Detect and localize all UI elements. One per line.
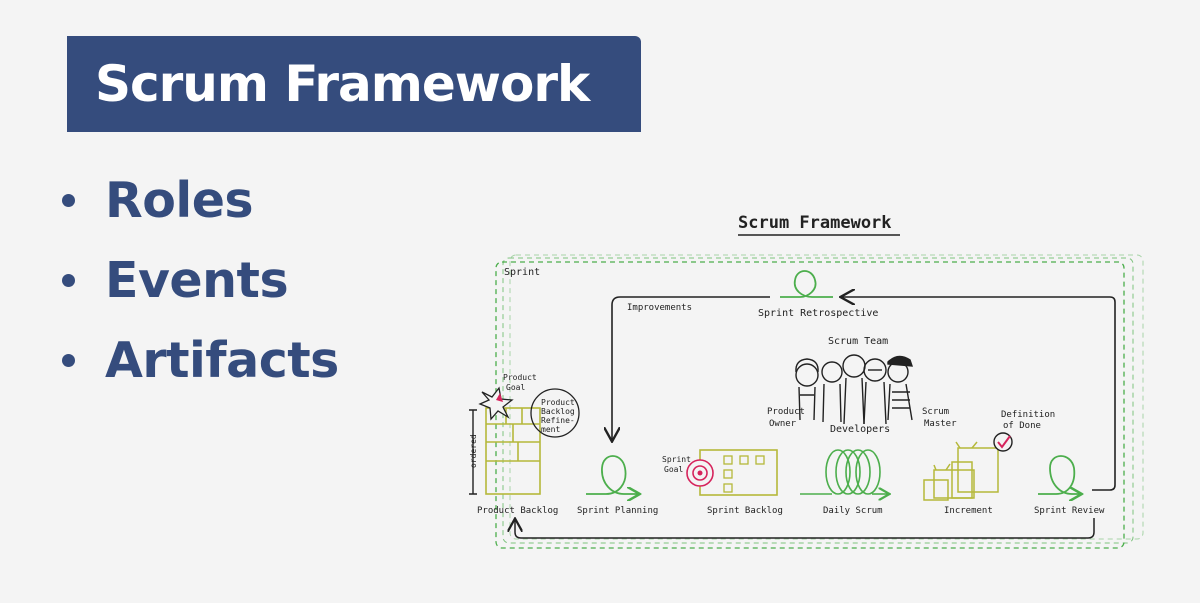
refinement-label-line2: Backlog [541, 407, 575, 416]
product-goal-star-icon [478, 386, 514, 421]
product-goal-label-line2: Goal [506, 383, 525, 392]
retro-to-planning-arrow [612, 296, 770, 440]
definition-of-done-label-line2: of Done [1003, 421, 1041, 431]
sprint-review-loop-icon [1038, 455, 1080, 494]
sprint-boundary-shadow [509, 254, 1144, 540]
bullet-icon [62, 193, 75, 207]
topic-label: Roles [105, 171, 254, 229]
developers-label: Developers [830, 424, 890, 435]
refinement-circle-icon [530, 388, 580, 438]
product-goal-flag-icon [496, 393, 503, 402]
topic-item-events: Events [62, 240, 339, 320]
bullet-icon [62, 353, 75, 367]
daily-scrum-label: Daily Scrum [823, 506, 883, 516]
increment-gifts-icon [923, 441, 999, 501]
scrum-master-label-line2: Master [924, 419, 957, 429]
scrum-team-label: Scrum Team [828, 336, 888, 347]
topic-list: Roles Events Artifacts [62, 160, 339, 400]
refinement-label-line3: Refine- [541, 416, 575, 425]
bullet-icon [62, 273, 75, 287]
sprint-goal-target-icon [686, 459, 714, 487]
bottom-return-arrow [515, 518, 1095, 539]
sprint-boundary [495, 261, 1125, 549]
page-title: Scrum Framework [95, 55, 590, 113]
topic-label: Events [105, 251, 289, 309]
review-to-retro-arrow [842, 297, 1116, 491]
topic-item-roles: Roles [62, 160, 339, 240]
sprint-review-label: Sprint Review [1034, 506, 1105, 516]
ordered-bracket [469, 409, 477, 495]
daily-scrum-loops-icon [800, 449, 888, 494]
product-goal-label: Product [503, 373, 537, 382]
sprint-label: Sprint [504, 267, 540, 278]
improvements-label: Improvements [627, 303, 692, 313]
definition-of-done-label: Definition [1001, 410, 1055, 420]
topic-item-artifacts: Artifacts [62, 320, 339, 400]
sprint-backlog-label: Sprint Backlog [707, 506, 783, 516]
sprint-goal-label: Sprint [662, 455, 691, 464]
increment-label: Increment [944, 506, 993, 516]
sprint-planning-loop-icon [586, 455, 638, 494]
topic-label: Artifacts [105, 331, 339, 389]
product-backlog-label: Product Backlog [477, 506, 558, 516]
retrospective-label: Sprint Retrospective [758, 308, 878, 319]
title-banner: Scrum Framework [67, 36, 641, 132]
scrum-master-label: Scrum [922, 407, 949, 417]
scrum-team-people-icon [795, 354, 913, 425]
retrospective-loop-icon [780, 270, 833, 298]
refinement-label-line4: ment [541, 425, 560, 434]
product-owner-label: Product [767, 407, 805, 417]
definition-of-done-check-icon [993, 432, 1013, 452]
sprint-boundary-shadow [502, 257, 1134, 544]
sprint-goal-label-line2: Goal [664, 465, 683, 474]
ordered-label: ordered [469, 434, 478, 468]
sprint-planning-label: Sprint Planning [577, 506, 658, 516]
refinement-label: Product [541, 398, 575, 407]
product-owner-label-line2: Owner [769, 419, 797, 429]
diagram-title: Scrum Framework [738, 213, 892, 233]
